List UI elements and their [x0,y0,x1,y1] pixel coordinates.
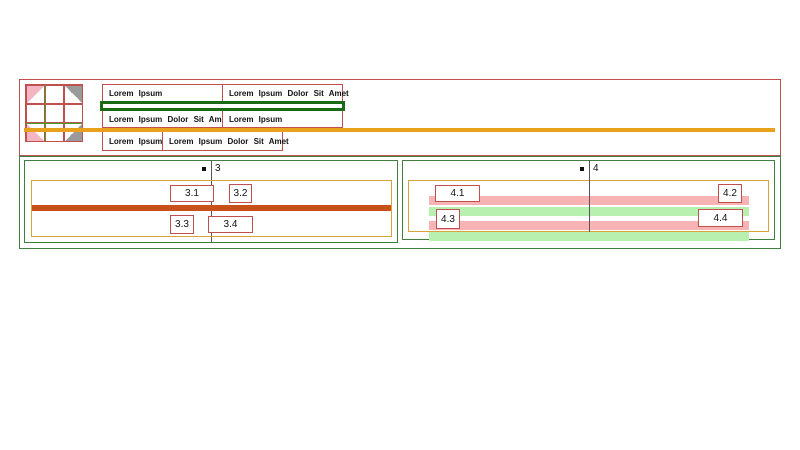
rust-bar [32,205,391,211]
node-3-1: 3.1 [170,185,214,202]
label-box: Lorem Ipsum Dolor Sit Amet [102,110,229,128]
section-3-inner-box [31,180,392,237]
node-3-3: 3.3 [170,215,194,234]
label-box: Lorem Ipsum [102,131,163,151]
grid-cell-pink-triangle [26,85,45,104]
node-4-1: 4.1 [435,185,480,202]
grid-icon [25,84,83,142]
bottom-panel [19,156,781,249]
grid-cell-pink-triangle [26,123,45,142]
orange-separator-line [24,128,775,132]
grid-green-line [26,123,82,124]
grid-cell-gray-triangle [64,123,83,142]
grid-green-line [45,85,46,141]
label-box: Lorem Ipsum Dolor Sit Amet [162,131,289,151]
grid-cell [45,85,64,104]
grid-cell [45,104,64,123]
grid-cell [45,123,64,142]
node-4-2: 4.2 [718,184,742,203]
label-box: Lorem Ipsum [222,110,343,128]
top-panel [19,79,781,156]
grid-cell [64,104,83,123]
square-bullet-icon [580,167,584,171]
section-4-heading: 4 [593,163,599,174]
highlight-bar [100,101,345,111]
node-4-4: 4.4 [698,209,743,227]
section-3-heading: 3 [215,163,221,174]
node-3-4: 3.4 [208,216,253,233]
node-4-3: 4.3 [436,209,460,229]
label-box: Lorem Ipsum [102,84,223,102]
label-box: Lorem Ipsum Dolor Sit Amet [222,84,349,102]
grid-cell-gray-triangle [64,85,83,104]
section-4-inner-box [408,180,769,232]
section-4-divider-line [589,160,590,232]
square-bullet-icon [202,167,206,171]
node-3-2: 3.2 [229,184,252,203]
grid-cell [26,104,45,123]
green-band [429,232,749,241]
